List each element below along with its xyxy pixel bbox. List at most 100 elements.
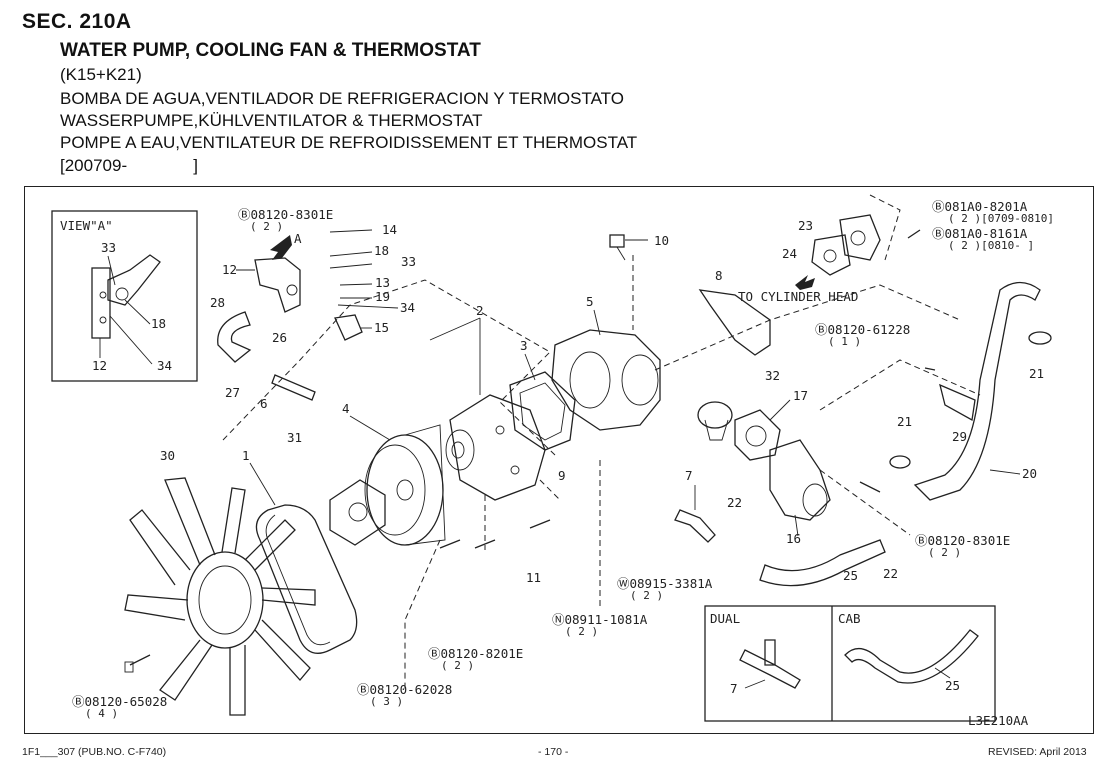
ref-code: Ⓑ08120-8301E	[915, 533, 1010, 548]
ref-code: Ⓑ08120-8301E	[238, 207, 333, 222]
reference-codes: Ⓑ08120-8301E ( 2 ) Ⓑ081A0-8201A ( 2 )[07…	[72, 199, 1054, 720]
part-label: 34	[400, 300, 415, 315]
part-label: 8	[715, 268, 723, 283]
view-a-label-12: 12	[92, 358, 107, 373]
part-label: 3	[520, 338, 528, 353]
part-label: 31	[287, 430, 302, 445]
part-label: 22	[883, 566, 898, 581]
gasket-15	[334, 314, 363, 341]
ref-qty: ( 2 )	[441, 659, 474, 672]
ref-code: Ⓑ08120-61228	[815, 322, 910, 337]
part-label: 20	[1022, 466, 1037, 481]
ref-qty: ( 1 )	[828, 335, 861, 348]
part-label: 12	[222, 262, 237, 277]
ref-code: Ⓦ08915-3381A	[617, 576, 713, 591]
ref-qty: ( 2 )	[565, 625, 598, 638]
cab-label: CAB	[838, 611, 861, 626]
footer-revision: REVISED: April 2013	[988, 746, 1087, 758]
pipe-6	[271, 374, 316, 401]
bolts	[124, 229, 936, 673]
clamp-21	[889, 331, 1052, 469]
part-label: 28	[210, 295, 225, 310]
part-number-labels: 1 2 3 4 5 6 7 8 9 10 11 12 13 14 15 16 1…	[160, 218, 1044, 696]
ref-code: Ⓝ08911-1081A	[552, 612, 648, 627]
water-inlet-12	[254, 257, 301, 313]
ref-qty: ( 2 )[0810- ]	[948, 239, 1034, 252]
part-label: 7	[685, 468, 693, 483]
part-label: 22	[727, 495, 742, 510]
footer-page-number: - 170 -	[538, 746, 569, 758]
pump-housing	[551, 329, 661, 431]
view-a-inset: VIEW"A" 33 18 12 34	[51, 210, 198, 382]
diagram-frame	[24, 186, 1094, 734]
part-label: 33	[401, 254, 416, 269]
part-label: 21	[897, 414, 912, 429]
section-number: SEC. 210A	[22, 10, 132, 33]
water-outlet	[769, 439, 831, 521]
part-label: 25	[843, 568, 858, 583]
part-label: 15	[374, 320, 389, 335]
page-header: SEC. 210A WATER PUMP, COOLING FAN & THER…	[0, 0, 1116, 185]
part-label: 10	[654, 233, 669, 248]
heater-hose-25	[759, 539, 886, 587]
ref-code: Ⓑ08120-62028	[357, 682, 452, 697]
view-a-label-34: 34	[157, 358, 172, 373]
part-label: 17	[793, 388, 808, 403]
hose-26	[217, 311, 252, 363]
leader-lines	[236, 229, 1021, 537]
bolt-10	[609, 234, 626, 261]
pump-pulley	[364, 424, 446, 546]
diagram-code: L3E210AA	[968, 713, 1029, 728]
pump-gasket	[509, 371, 576, 451]
sensor-7	[674, 509, 716, 543]
part-label: 21	[1029, 366, 1044, 381]
part-label: 25	[945, 678, 960, 693]
part-label: 7	[730, 681, 738, 696]
direction-arrows	[270, 235, 815, 290]
ref-qty: ( 3 )	[370, 695, 403, 708]
thermostat	[697, 401, 733, 441]
ref-code: Ⓑ08120-8201E	[428, 646, 523, 661]
dual-cab-inset: DUAL CAB	[704, 605, 996, 722]
view-a-label-18: 18	[151, 316, 166, 331]
water-pump	[445, 394, 546, 501]
part-label: 30	[160, 448, 175, 463]
outlet-bracket	[811, 214, 881, 276]
part-label: 24	[782, 246, 797, 261]
part-label: 29	[952, 429, 967, 444]
part-label: 32	[765, 368, 780, 383]
view-a-title: VIEW"A"	[60, 218, 113, 233]
assembly-outlines	[222, 194, 981, 690]
part-label: 11	[526, 570, 541, 585]
part-label: 23	[798, 218, 813, 233]
part-label: 9	[558, 468, 566, 483]
gasket-8	[698, 289, 771, 356]
to-cylinder-head-label: TO CYLINDER HEAD	[738, 289, 858, 304]
ref-qty: ( 4 )	[85, 707, 118, 720]
ref-qty: ( 2 )	[630, 589, 663, 602]
drive-belt	[255, 504, 358, 654]
ref-code: Ⓑ081A0-8201A	[932, 199, 1028, 214]
part-label: 26	[272, 330, 287, 345]
part-label: 19	[375, 289, 390, 304]
model-codes: (K15+K21)	[60, 65, 142, 84]
part-label: 4	[342, 401, 350, 416]
bracket-29	[939, 383, 976, 422]
part-label: 5	[586, 294, 594, 309]
part-label: 1	[242, 448, 250, 463]
ref-code: Ⓑ08120-65028	[72, 694, 167, 709]
thermostat-gasket	[734, 409, 781, 461]
ref-code: Ⓑ081A0-8161A	[932, 226, 1028, 241]
cooling-fan	[124, 477, 316, 716]
part-label: 14	[382, 222, 397, 237]
ref-qty: ( 2 )	[928, 546, 961, 559]
part-label: 13	[375, 275, 390, 290]
title-spanish: BOMBA DE AGUA,VENTILADOR DE REFRIGERACIO…	[60, 89, 624, 108]
radiator-hose-20	[913, 281, 1041, 501]
ref-qty: ( 2 )[0709-0810]	[948, 212, 1054, 225]
arrow-a-label: A	[294, 231, 302, 246]
page-title: WATER PUMP, COOLING FAN & THERMOSTAT	[60, 40, 481, 61]
part-label: 6	[260, 396, 268, 411]
title-german: WASSERPUMPE,KÜHLVENTILATOR & THERMOSTAT	[60, 111, 483, 130]
